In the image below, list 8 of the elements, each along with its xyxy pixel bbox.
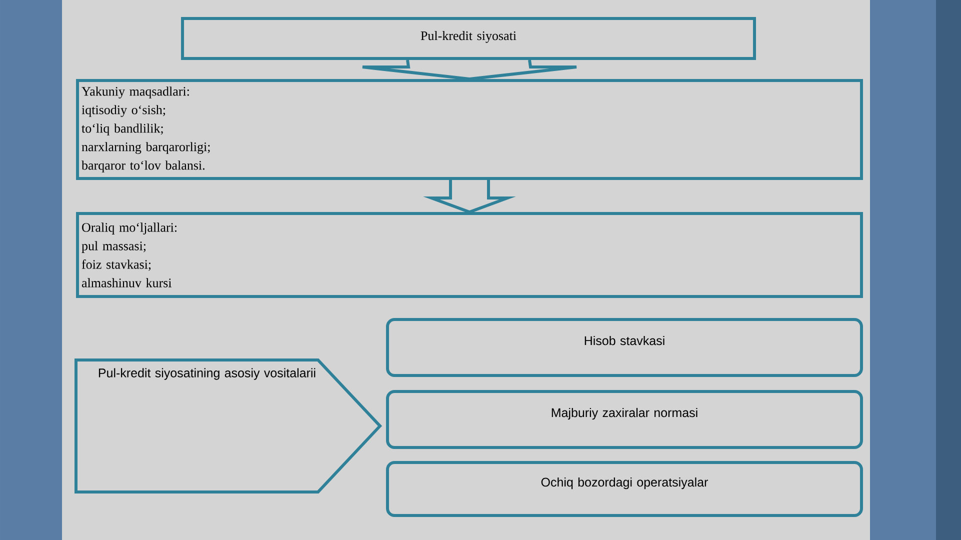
block-arrow [423, 178, 516, 214]
rounded-box: Hisob stavkasi [386, 318, 863, 377]
list-box: Yakuniy maqsadlari: iqtisodiy o‘sish; to‘liq bandlilik; narxlarning barqarorligi; barqaror to‘lov balansi. [76, 79, 863, 180]
block-arrow [361, 58, 578, 80]
rounded-box: Ochiq bozordagi operatsiyalar [386, 461, 863, 517]
list-box: Oraliq mo‘ljallari: pul massasi; foiz stavkasi; almashinuv kursi [76, 212, 863, 298]
title-box: Pul-kredit siyosati [181, 17, 756, 60]
rounded-box: Majburiy zaxiralar normasi [386, 390, 863, 449]
